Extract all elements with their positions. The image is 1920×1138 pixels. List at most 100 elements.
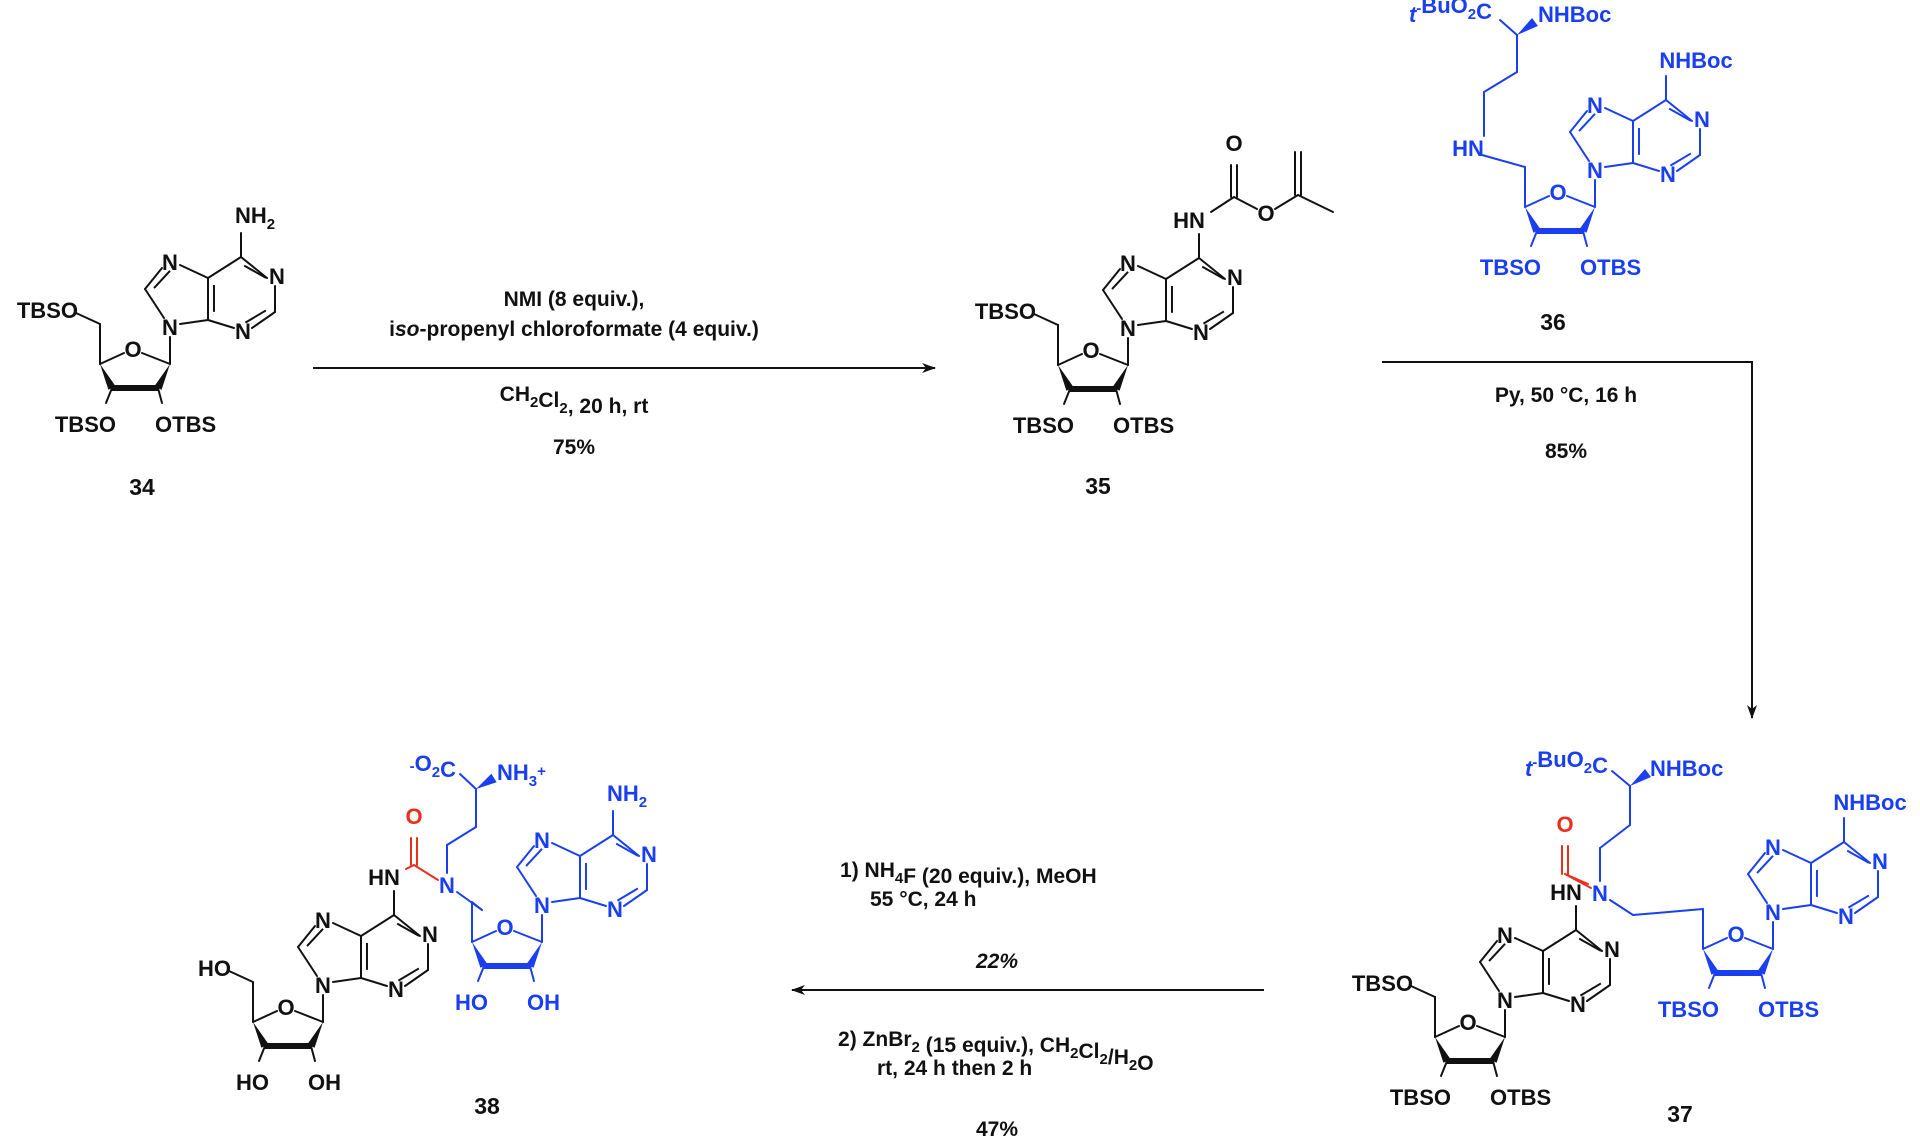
compound-label-38: 38 (474, 1093, 500, 1119)
bond (1569, 110, 1588, 133)
bond (1582, 230, 1588, 247)
bond (551, 842, 581, 857)
atom-nhboc-n6: NHBoc (1833, 790, 1906, 815)
wedge-bond (1517, 17, 1538, 35)
bond (513, 930, 543, 943)
compound-label-36: 36 (1540, 309, 1566, 335)
bond (1611, 770, 1631, 787)
bond (1632, 99, 1667, 122)
bond (612, 834, 640, 857)
double-bond (1847, 894, 1870, 909)
bond (1481, 154, 1526, 168)
bond (516, 866, 537, 897)
atom-nhboc-n6: NHBoc (1659, 48, 1732, 73)
bond (1274, 194, 1299, 210)
atom-amine-hn: HN (1452, 136, 1484, 161)
atom-ester-o: O (1257, 201, 1274, 226)
bond (1744, 937, 1774, 950)
bond (99, 352, 125, 365)
step1-reagent-line2: iso-propenyl chloroformate (4 equiv.) (389, 318, 759, 341)
double-bond (1202, 310, 1225, 325)
bond (1210, 196, 1235, 213)
double-bond (153, 270, 171, 289)
bond (1524, 195, 1550, 208)
bond (1566, 195, 1596, 208)
atom-n7: N (1120, 251, 1136, 276)
bond (1604, 162, 1634, 168)
atom-carbonyl-o: O (1225, 131, 1242, 156)
double-bond (1579, 982, 1602, 997)
atom-o2: OTBS (1580, 255, 1641, 280)
bond (1586, 984, 1611, 1002)
atom-n7: N (1765, 835, 1781, 860)
step1-reagent-line1: NMI (8 equiv.), (504, 288, 645, 311)
bond (1702, 937, 1728, 950)
wedge-bond (472, 942, 488, 968)
double-bond (1111, 271, 1129, 290)
bond (157, 387, 163, 404)
double-bond (1668, 107, 1692, 122)
atom-n1: N (422, 922, 438, 947)
atom-o4: O (1727, 922, 1744, 947)
bond (471, 901, 483, 911)
bond (1434, 1025, 1460, 1038)
bold-bond (484, 963, 530, 969)
wedge-bond (476, 773, 497, 789)
bond (404, 969, 429, 987)
double-bond (1578, 937, 1602, 952)
double-bond (396, 922, 420, 937)
step2-yield: 85% (1545, 440, 1587, 463)
bond (228, 970, 254, 983)
bond (1137, 320, 1167, 326)
atom-urea-o: O (405, 804, 422, 829)
bond (1854, 896, 1879, 914)
bond (1530, 230, 1538, 247)
bond (297, 946, 318, 977)
atom-urea-n: N (1592, 881, 1608, 906)
bond (207, 256, 242, 279)
atom-tbu-ester: t-BuO2C (1525, 747, 1608, 781)
atom-n1: N (1872, 849, 1888, 874)
bond (1499, 19, 1518, 36)
bond (471, 930, 497, 943)
bond (1632, 908, 1704, 916)
bond (1209, 312, 1234, 330)
bond (179, 319, 209, 325)
compound-label-35: 35 (1085, 473, 1111, 499)
atom-o3: TBSO (1013, 413, 1074, 438)
atom-n1: N (641, 842, 657, 867)
compound-label-37: 37 (1667, 1101, 1693, 1127)
bond (1476, 1025, 1506, 1038)
bond (75, 312, 101, 325)
bond (1198, 257, 1226, 280)
bond (1233, 196, 1258, 210)
atom-o5: TBSO (975, 299, 1036, 324)
atom-n9: N (534, 893, 550, 918)
atom-n3: N (1193, 320, 1209, 345)
double-bond (1488, 943, 1506, 962)
wedge-bond (526, 942, 542, 968)
double-bond (243, 264, 267, 279)
bond (1165, 257, 1200, 280)
atom-o3: TBSO (55, 412, 116, 437)
atom-o2: OTBS (1113, 413, 1174, 438)
bond (207, 319, 235, 329)
atom-urea-o: O (1556, 812, 1573, 837)
bond (1782, 904, 1812, 910)
bond (1057, 353, 1083, 366)
atom-o2: OTBS (1490, 1085, 1551, 1110)
bond (332, 922, 362, 937)
bond (1410, 985, 1436, 998)
bond (1479, 961, 1500, 992)
bond (1063, 388, 1071, 405)
wedge-bond (100, 364, 116, 390)
wedge-bond (1058, 365, 1074, 391)
atom-o3: TBSO (1390, 1085, 1451, 1110)
atom-n9: N (1765, 900, 1781, 925)
double-bond (1578, 113, 1596, 132)
wedge-bond (1525, 207, 1541, 233)
bond (179, 264, 209, 279)
atom-urea-n: N (439, 873, 455, 898)
bond (405, 864, 415, 870)
bond (294, 1010, 324, 1023)
